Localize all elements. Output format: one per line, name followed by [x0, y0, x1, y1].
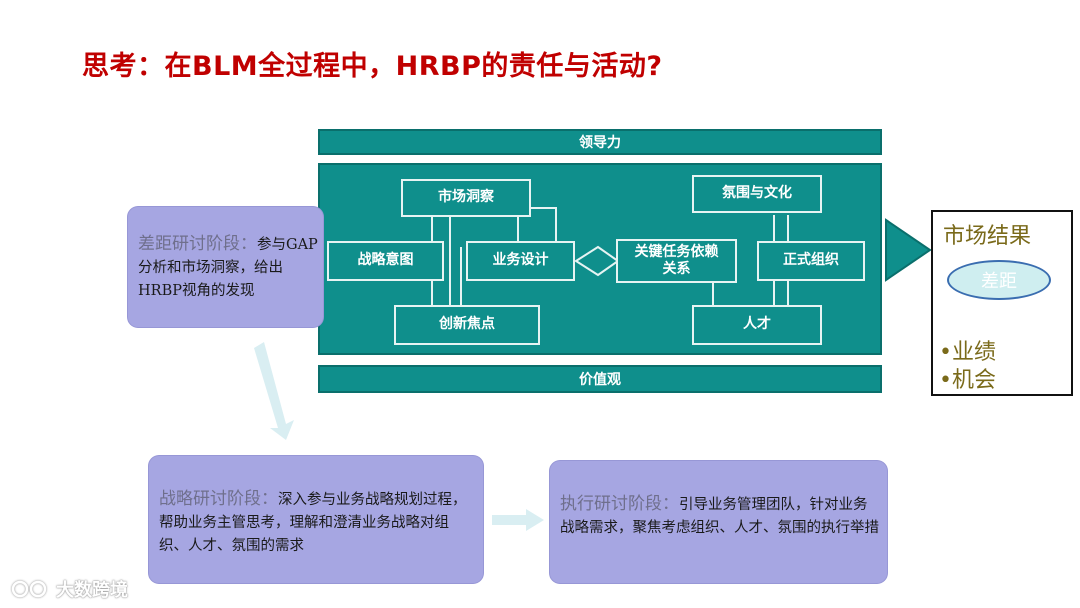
- execution-stage-card: 执行研讨阶段：引导业务管理团队，针对业务战略需求，聚焦考虑组织、人才、氛围的执行…: [550, 461, 887, 583]
- flow-arrow-right: [492, 509, 544, 531]
- flow-arrow-down-icon: [254, 342, 294, 440]
- watermark-text: 大数跨境: [56, 580, 128, 601]
- market-results-title: 市场结果: [943, 224, 1032, 249]
- gap-label: 差距: [981, 271, 1017, 292]
- leadership-label: 领导力: [579, 135, 621, 151]
- leadership-bar: 领导力: [318, 129, 882, 155]
- values-label: 价值观: [579, 372, 621, 388]
- critical-tasks-label-2: 关系: [662, 261, 691, 277]
- strategy-stage-card: 战略研讨阶段：深入参与业务战略规划过程，帮助业务主管思考，理解和澄清业务战略对组…: [149, 456, 483, 583]
- flow-arrow-down: [254, 342, 294, 440]
- talent-label: 人才: [743, 316, 771, 333]
- strategy-stage-head: 战略研讨阶段：: [159, 489, 278, 509]
- market-insight-label: 市场洞察: [438, 189, 494, 206]
- gap-stage-head: 差距研讨阶段：: [138, 234, 257, 254]
- connector-diamond: [574, 245, 620, 277]
- business-design-box: 业务设计: [466, 241, 575, 281]
- formal-org-label: 正式组织: [783, 252, 839, 269]
- market-insight-box: 市场洞察: [401, 179, 531, 217]
- gap-ellipse: 差距: [947, 260, 1051, 300]
- critical-tasks-box: 关键任务依赖 关系: [616, 239, 737, 283]
- watermark-logo-icon: [11, 580, 47, 598]
- result-item-performance: •业绩: [939, 340, 996, 365]
- business-design-label: 业务设计: [492, 252, 549, 269]
- critical-tasks-label-1: 关键任务依赖: [634, 243, 719, 260]
- results-arrow: [885, 218, 932, 282]
- result-item-opportunity: •机会: [939, 368, 996, 393]
- page-title: 思考：在BLM全过程中，HRBP的责任与活动?: [82, 51, 663, 82]
- execution-stage-body: 引导业务管理团队，针对业务战略需求，聚焦考虑组织、人才、氛围的执行举措: [560, 497, 879, 537]
- flow-arrow-right-icon: [492, 509, 544, 531]
- innovation-focus-box: 创新焦点: [394, 305, 540, 345]
- gap-stage-card: 差距研讨阶段：参与GAP分析和市场洞察，给出HRBP视角的发现: [128, 207, 323, 327]
- gap-stage-text: 差距研讨阶段：参与GAP分析和市场洞察，给出HRBP视角的发现: [138, 231, 318, 302]
- innovation-focus-label: 创新焦点: [439, 316, 495, 333]
- strategic-intent-box: 战略意图: [327, 241, 444, 281]
- market-results-box: 市场结果 差距 •业绩 •机会: [931, 210, 1073, 396]
- climate-culture-box: 氛围与文化: [692, 175, 822, 213]
- talent-box: 人才: [692, 305, 822, 345]
- values-bar: 价值观: [318, 365, 882, 393]
- execution-stage-head: 执行研讨阶段：: [560, 494, 679, 514]
- strategy-stage-text: 战略研讨阶段：深入参与业务战略规划过程，帮助业务主管思考，理解和澄清业务战略对组…: [159, 486, 474, 557]
- execution-stage-text: 执行研讨阶段：引导业务管理团队，针对业务战略需求，聚焦考虑组织、人才、氛围的执行…: [560, 491, 880, 540]
- formal-org-box: 正式组织: [757, 241, 865, 281]
- gap-stage-body: 参与GAP分析和市场洞察，给出HRBP视角的发现: [138, 237, 318, 299]
- climate-culture-label: 氛围与文化: [722, 185, 792, 202]
- strategy-stage-body: 深入参与业务战略规划过程，帮助业务主管思考，理解和澄清业务战略对组织、人才、氛围…: [159, 492, 467, 554]
- strategic-intent-label: 战略意图: [357, 252, 414, 269]
- results-arrow-icon: [885, 218, 932, 282]
- watermark: 大数跨境: [10, 576, 128, 602]
